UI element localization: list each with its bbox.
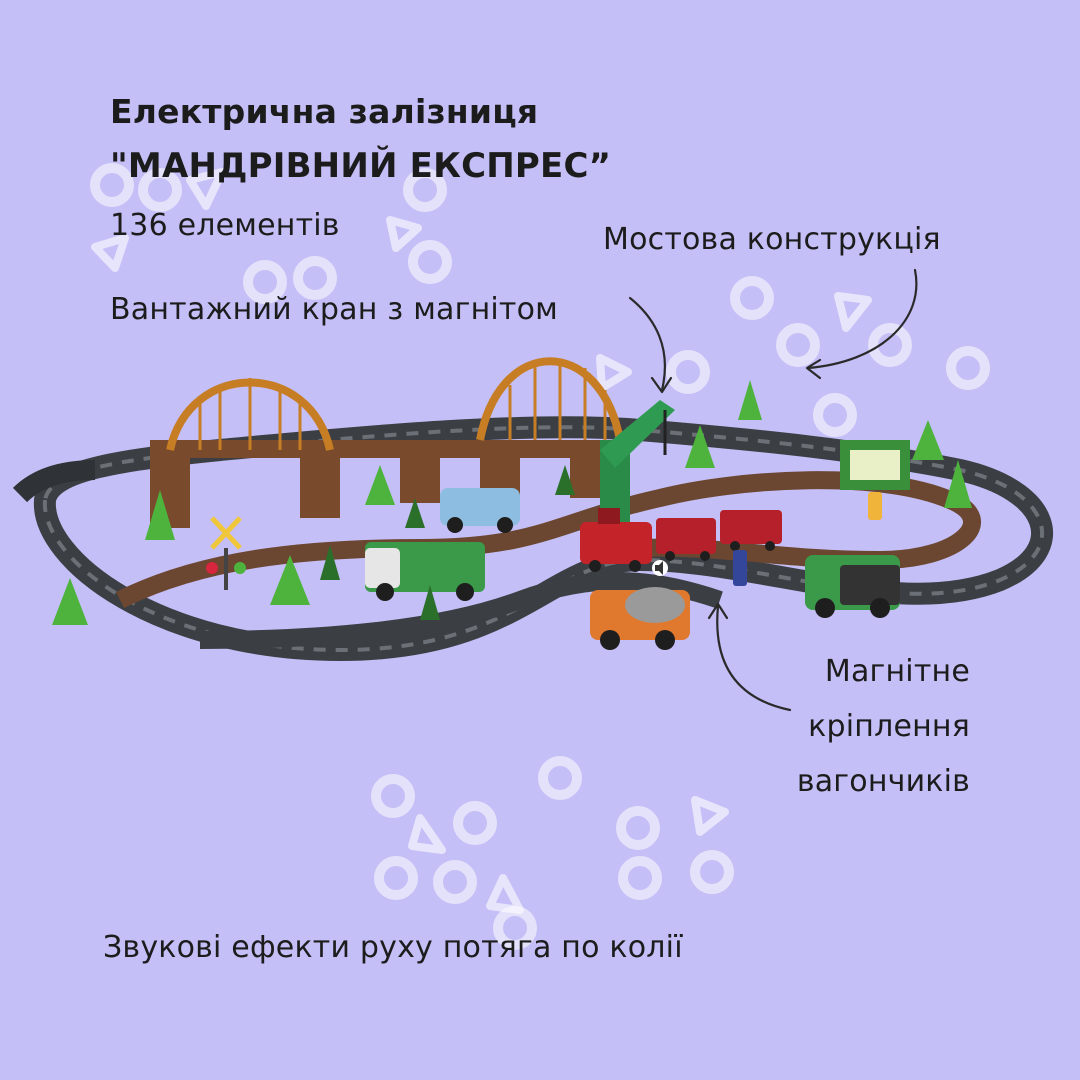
ring-decor-icon	[243, 260, 287, 304]
tree	[944, 460, 972, 508]
tree	[365, 465, 395, 505]
ring-decor-icon	[868, 323, 912, 367]
ring-decor-icon	[374, 856, 418, 900]
tree	[685, 425, 715, 468]
triangle-decor-icon	[186, 168, 226, 210]
ring-decor-icon	[776, 323, 820, 367]
magnet-callout: Магнітне кріплення вагончиків	[797, 644, 970, 809]
ring-decor-icon	[666, 350, 710, 394]
figure-worker	[868, 492, 882, 520]
wagon	[656, 518, 716, 554]
crane-callout: Вантажний кран з магнітом	[110, 292, 558, 327]
ring-decor-icon	[453, 801, 497, 845]
tree	[738, 380, 762, 420]
figure-conductor	[733, 550, 747, 586]
tow-truck	[440, 488, 520, 526]
ring-decor-icon	[403, 168, 447, 212]
ring-decor-icon	[90, 163, 134, 207]
triangle-decor-icon	[834, 292, 872, 332]
ring-decor-icon	[408, 240, 452, 284]
ring-decor-icon	[371, 774, 415, 818]
bridge-callout: Мостова конструкція	[603, 222, 941, 257]
arrow-icon	[716, 604, 792, 712]
triangle-decor-icon	[408, 814, 446, 854]
bridge-arch	[476, 357, 624, 441]
crossing-sign	[206, 516, 246, 590]
magnet-callout-line: Магнітне	[824, 654, 970, 689]
ring-decor-icon	[730, 276, 774, 320]
magnet-callout-line: кріплення	[808, 709, 970, 744]
ring-decor-icon	[946, 346, 990, 390]
triangle-decor-icon	[486, 874, 524, 914]
arrow-icon	[628, 296, 666, 392]
tree	[52, 578, 88, 625]
headline-line-1: Електрична залізниця	[110, 92, 539, 131]
ring-decor-icon	[813, 393, 857, 437]
crane-arm	[600, 400, 675, 468]
ring-decor-icon	[293, 256, 337, 300]
wagon	[720, 510, 782, 544]
triangle-decor-icon	[596, 354, 632, 392]
element-count: 136 елементів	[110, 208, 340, 243]
triangle-decor-icon	[386, 216, 422, 252]
headline-line-2: "МАНДРІВНИЙ ЕКСПРЕС”	[110, 146, 612, 186]
magnet-callout-line: вагончиків	[796, 764, 970, 799]
tree	[912, 420, 944, 460]
ring-decor-icon	[538, 756, 582, 800]
arrow-icon	[806, 268, 918, 370]
tree	[270, 555, 310, 605]
triangle-decor-icon	[91, 234, 129, 272]
ring-decor-icon	[618, 856, 662, 900]
ring-decor-icon	[433, 860, 477, 904]
tree	[145, 490, 175, 540]
triangle-decor-icon	[691, 796, 729, 836]
ring-decor-icon	[690, 850, 734, 894]
locomotive	[580, 522, 652, 564]
ring-decor-icon	[138, 168, 182, 212]
sound-callout: Звукові ефекти руху потяга по колії	[103, 930, 683, 965]
ring-decor-icon	[616, 806, 660, 850]
